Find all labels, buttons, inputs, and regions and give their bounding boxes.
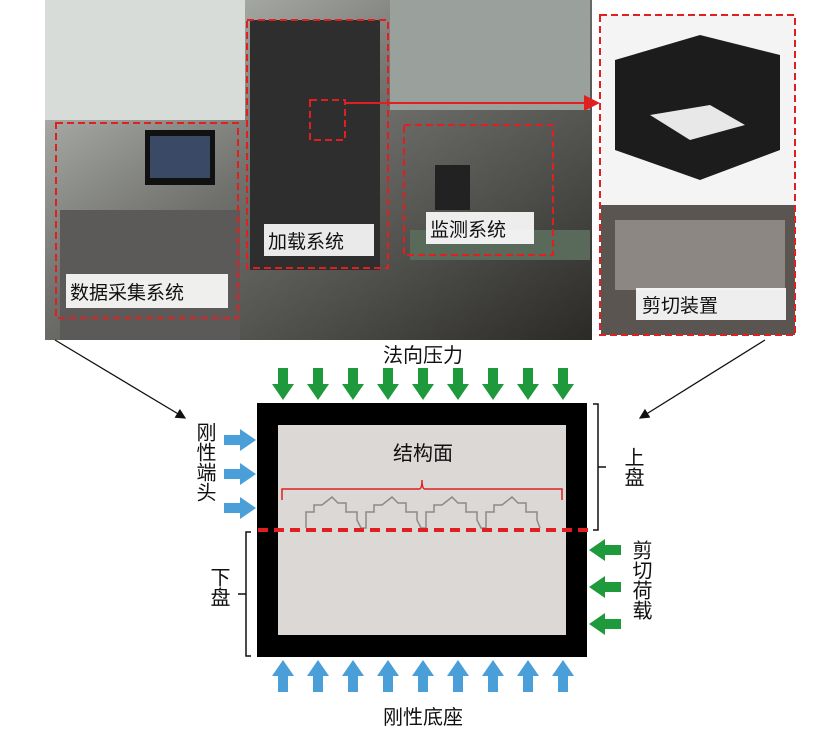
monitoring-system-box [403,124,554,256]
pointer-arrow-left [54,339,187,419]
shear-device-box [599,14,796,336]
label-data-acquisition: 数据采集系统 [70,282,184,304]
structural-plane-brace [281,479,563,500]
label-rigid-end: 刚性端头 [193,422,217,502]
shear-device-photo [601,15,795,335]
shear-load-arrow [589,613,621,635]
label-shear-device: 剪切装置 [642,295,718,317]
label-upper-block: 上盘 [621,447,645,487]
label-rigid-base: 刚性底座 [383,705,463,729]
normal-pressure-arrow [552,368,574,400]
shear-load-arrow [589,576,621,598]
normal-pressure-arrow [377,368,399,400]
rigid-base-arrow [552,660,574,692]
rigid-base-arrow [342,660,364,692]
rigid-base-arrow [377,660,399,692]
label-monitoring-system: 监测系统 [430,219,506,241]
label-loading-system: 加载系统 [268,231,344,253]
label-normal-pressure: 法向压力 [383,343,463,367]
normal-pressure-arrow [272,368,294,400]
pointer-arrow-right [638,339,766,419]
upper-block-bracket [593,403,606,531]
label-structural-plane: 结构面 [393,441,453,465]
rigid-base-arrow [517,660,539,692]
rigid-end-arrow [224,463,256,485]
laptop-image [435,165,470,210]
rigid-end-arrow [224,429,256,451]
rigid-base-arrow [447,660,469,692]
normal-pressure-arrow [517,368,539,400]
label-lower-block: 下盘 [207,567,231,607]
specimen-holder-box [309,99,346,141]
normal-pressure-arrow [447,368,469,400]
loading-system-box [246,19,389,269]
rigid-base-arrow [307,660,329,692]
rigid-base-arrow [272,660,294,692]
normal-pressure-arrow [307,368,329,400]
normal-pressure-arrow [412,368,434,400]
shear-load-arrow [589,539,621,561]
lower-block-bracket [238,531,251,657]
normal-pressure-arrow [482,368,504,400]
label-shear-load: 剪切荷载 [629,540,653,620]
normal-pressure-arrow [342,368,364,400]
data-acquisition-box [55,122,239,319]
rigid-base-arrow [412,660,434,692]
rigid-end-arrow [224,497,256,519]
rigid-base-arrow [482,660,504,692]
